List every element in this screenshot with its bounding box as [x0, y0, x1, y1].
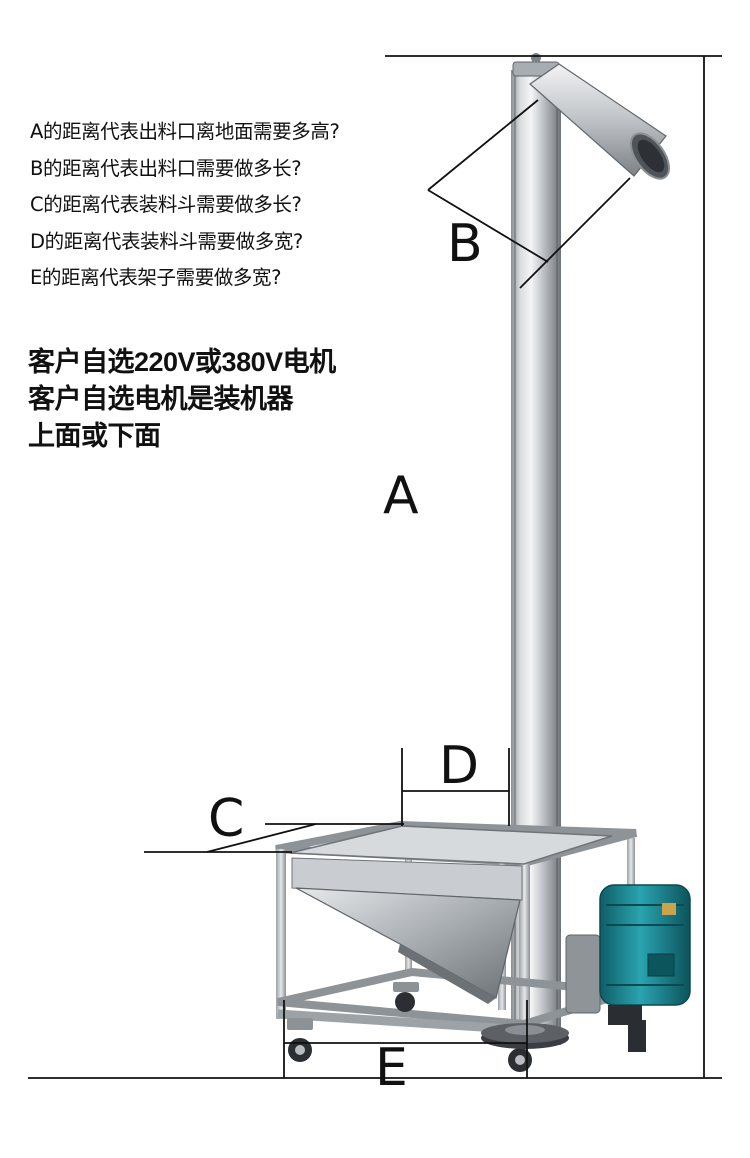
discharge-spout — [529, 63, 671, 180]
dim-label-d: D — [439, 736, 480, 796]
electric-motor — [565, 884, 691, 1052]
dim-label-b: B — [447, 214, 483, 274]
question-b: B的距离代表出料口需要做多长? — [30, 156, 302, 180]
question-a: A的距离代表出料口离地面需要多高? — [30, 120, 340, 143]
dimension-lines — [28, 55, 722, 1079]
question-d: D的距离代表装料斗需要做多宽? — [30, 229, 303, 253]
motor-notes: 客户自选220V或380V电机 客户自选电机是装机器 上面或下面 — [28, 344, 336, 455]
dim-b-diagonal — [427, 189, 549, 263]
dimension-questions: A的距离代表出料口离地面需要多高? B的距离代表出料口需要做多长? C的距离代表… — [30, 114, 340, 297]
dim-c-line — [206, 823, 317, 853]
dim-b-ext1 — [427, 99, 539, 191]
feed-hopper — [289, 825, 613, 1004]
dim-b-ext2 — [519, 177, 631, 289]
question-e: E的距离代表架子需要做多宽? — [30, 266, 282, 289]
question-c: C的距离代表装料斗需要做多长? — [30, 193, 302, 216]
note-position: 上面或下面 — [28, 421, 161, 451]
caster-back — [393, 982, 419, 1012]
dim-label-a: A — [383, 466, 419, 526]
caster-front-left — [287, 1018, 313, 1062]
note-voltage: 客户自选220V或380V电机 — [28, 347, 336, 377]
dim-label-e: E — [375, 1038, 408, 1098]
dim-label-c: C — [208, 789, 245, 849]
drive-pulley — [481, 1023, 569, 1049]
note-mount: 客户自选电机是装机器 — [28, 384, 293, 414]
